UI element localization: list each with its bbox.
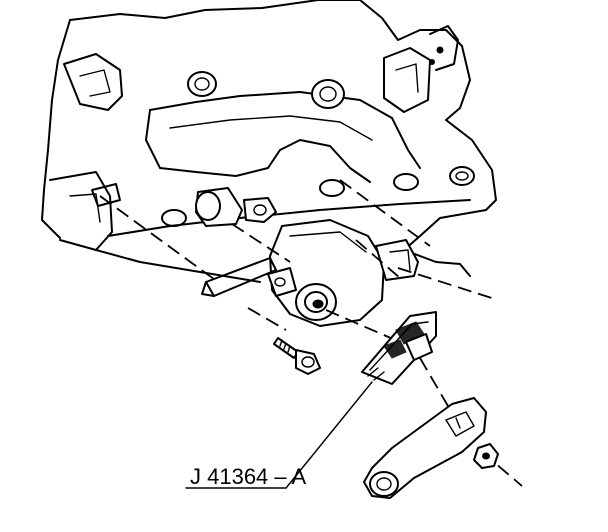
callout-leader-line <box>285 381 373 489</box>
tool-part-number-label: J 41364 – A <box>190 464 307 489</box>
neutral-start-switch <box>267 219 419 327</box>
shift-lever <box>363 397 499 499</box>
mounting-bolt <box>273 337 321 375</box>
tool-callout: J 41364 – A <box>185 381 373 489</box>
alignment-tool <box>361 311 437 385</box>
speed-sensor <box>195 187 277 227</box>
transmission-housing <box>41 0 497 283</box>
switch-bracket <box>201 257 277 297</box>
